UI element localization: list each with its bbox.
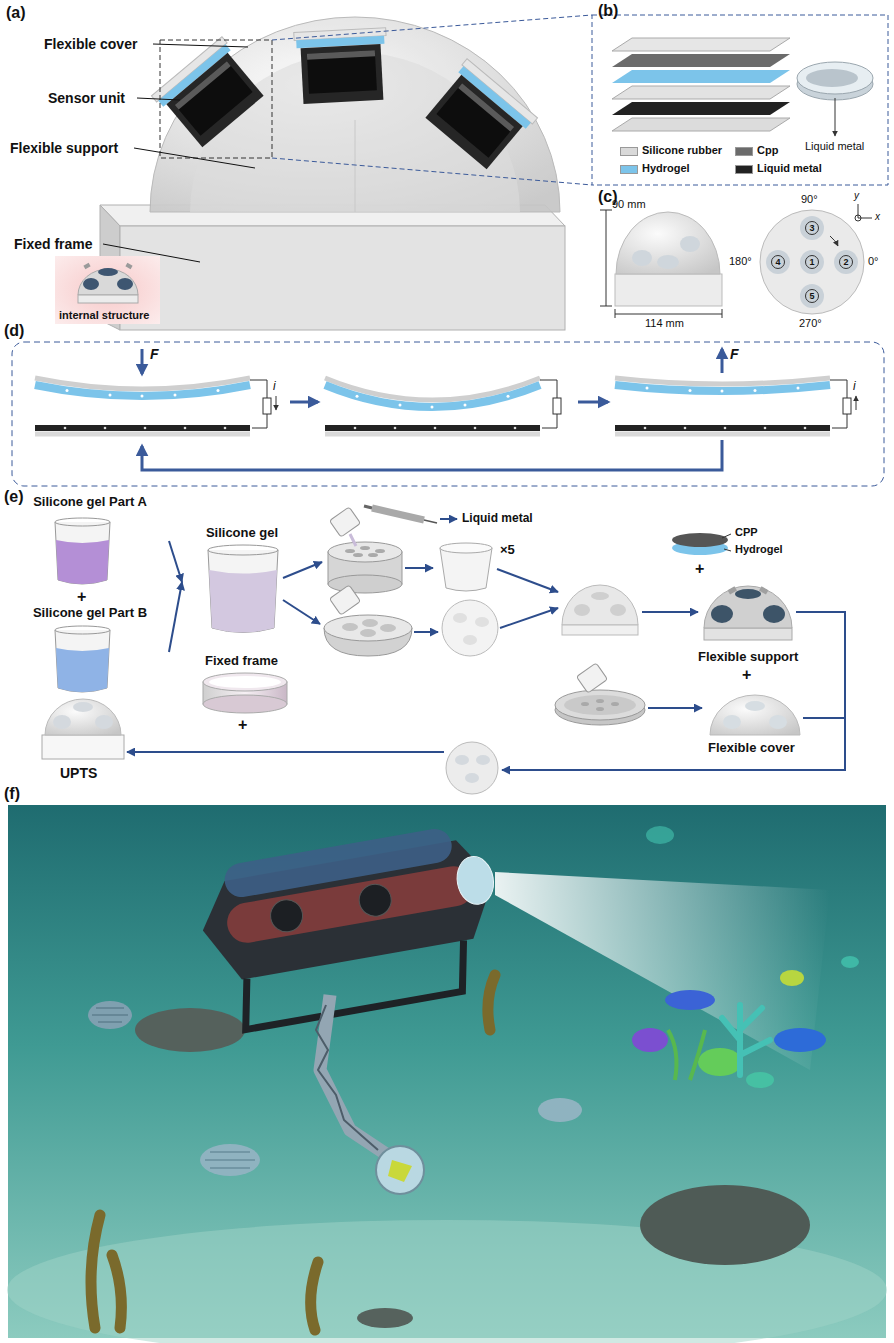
zoom-line	[272, 158, 592, 185]
part-label: Fixed frame	[14, 236, 93, 252]
node-text: Silicone gel Part B	[11, 606, 169, 621]
legend-swatch	[620, 165, 638, 174]
callout-number: 2	[839, 255, 853, 269]
underwater-scene	[7, 805, 887, 1343]
zoom-box	[160, 40, 272, 158]
flow-arrow	[169, 582, 182, 652]
current-label: i	[853, 380, 856, 394]
upts-drawing	[42, 699, 124, 759]
beakers	[55, 518, 278, 692]
flow-arrow	[169, 541, 182, 582]
flexible-support-drawing	[704, 586, 792, 640]
axis-label: y	[854, 190, 859, 202]
material-label: CPP	[735, 526, 758, 539]
support-shell	[562, 585, 638, 635]
force-label: F	[150, 346, 159, 362]
material-label: Liquid metal	[805, 140, 864, 153]
inset-label: internal structure	[59, 309, 149, 322]
top-view	[760, 204, 872, 314]
layer-stack	[612, 38, 790, 131]
node-text: Silicone gel	[182, 526, 302, 541]
angle-label: 270°	[799, 317, 822, 330]
fixed-frame-drawing	[100, 205, 565, 330]
part-label: Flexible support	[10, 140, 118, 156]
material-node: Silicone gel Part A	[11, 495, 169, 587]
state-diagram	[35, 378, 276, 434]
flexible-cover-drawing	[710, 695, 800, 735]
internal-structure-inset	[55, 256, 160, 324]
leader-lines	[103, 44, 255, 262]
zoom-line	[272, 15, 592, 40]
angle-label: 180°	[729, 255, 752, 268]
mechanism-box	[12, 342, 884, 486]
product-label: UPTS	[60, 765, 97, 781]
panel-label: (d)	[4, 322, 24, 340]
mold-one	[328, 507, 402, 593]
part-label: Flexible cover	[44, 36, 137, 52]
legend-text: Hydrogel	[642, 162, 690, 175]
callout-number: 3	[805, 221, 819, 235]
state-diagram	[615, 378, 856, 434]
liquid-metal-dish	[797, 62, 873, 136]
flow-arrows	[127, 519, 845, 770]
part-label: Flexible cover	[708, 741, 795, 756]
callout-number: 5	[805, 289, 819, 303]
shell-sphere	[442, 600, 498, 656]
cover-mold	[555, 663, 645, 725]
dimension-label: 90 mm	[612, 198, 646, 211]
material-node: Silicone gel	[182, 526, 302, 638]
part-label: Sensor unit	[48, 90, 125, 106]
syringe	[364, 506, 437, 523]
panel-label: (a)	[6, 4, 26, 22]
angle-label: 0°	[868, 255, 879, 268]
angle-label: 90°	[801, 193, 818, 206]
axis-label: x	[875, 211, 880, 223]
mold-two	[324, 585, 412, 656]
material-label: Hydrogel	[735, 543, 783, 556]
legend-swatch	[735, 165, 753, 174]
plus-sign: +	[77, 588, 86, 606]
part-label: Fixed frame	[205, 654, 278, 669]
part-label: Flexible support	[698, 650, 798, 665]
cpp-hydrogel-disc	[672, 533, 731, 555]
process-arrows	[142, 349, 722, 470]
node-text: Silicone gel Part A	[11, 495, 169, 510]
panel-label: (b)	[598, 2, 618, 20]
cup	[440, 543, 492, 591]
material-label: Liquid metal	[462, 512, 533, 526]
legend-text: Liquid metal	[757, 162, 822, 175]
plus-sign: +	[238, 716, 247, 734]
callout-number: 4	[771, 255, 785, 269]
current-label: i	[273, 380, 276, 394]
legend-swatch	[735, 147, 753, 156]
legend-text: Cpp	[757, 144, 778, 157]
force-label: F	[730, 346, 739, 362]
side-view	[600, 210, 722, 318]
legend-text: Silicone rubber	[642, 144, 722, 157]
plus-sign: +	[695, 560, 704, 578]
fixed-frame-ring	[203, 673, 287, 713]
detail-box	[592, 15, 888, 185]
count-label: ×5	[500, 543, 515, 558]
material-node: Silicone gel Part B	[11, 606, 169, 698]
assembled-shell	[446, 742, 498, 794]
state-diagram	[325, 378, 561, 434]
callout-number: 1	[805, 255, 819, 269]
legend-swatch	[620, 147, 638, 156]
dome-cutaway	[150, 17, 560, 212]
panel-label: (f)	[4, 785, 20, 803]
plus-sign: +	[742, 666, 751, 684]
dimension-label: 114 mm	[645, 317, 684, 330]
panel-label: (e)	[4, 488, 24, 506]
